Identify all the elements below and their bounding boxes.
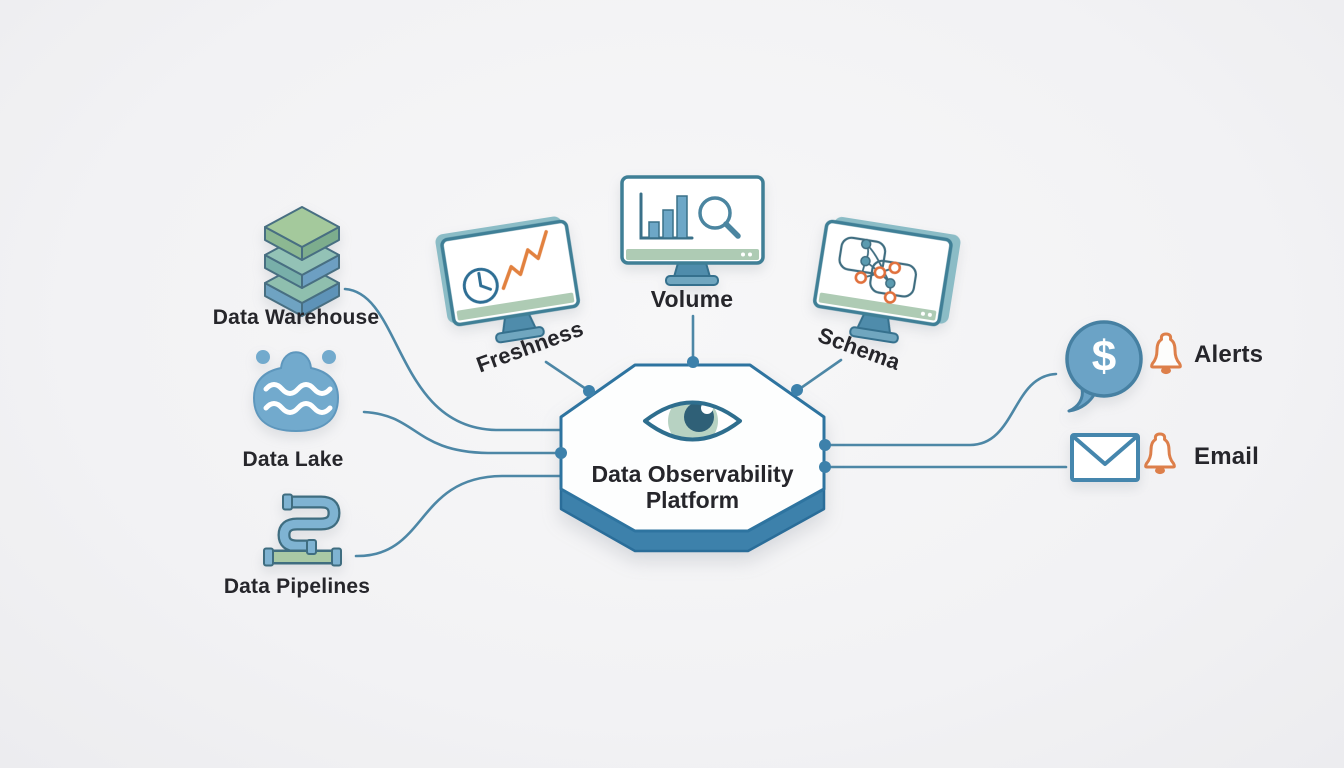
- bar-chart-icon: [639, 192, 694, 240]
- connector-freshness: [544, 360, 591, 393]
- connection-dots: [555, 356, 831, 473]
- monitor-clock-trend-icon: [435, 216, 580, 344]
- pipe-flanges: [263, 493, 342, 567]
- lake-waves: [263, 382, 333, 415]
- octagon-face: [559, 363, 826, 533]
- monitor-stand: [672, 262, 712, 278]
- clock-icon: [462, 267, 499, 304]
- connector-schema: [796, 358, 843, 392]
- connector-lines: [343, 287, 1068, 558]
- platform-title-line1: Data Observability: [591, 461, 794, 487]
- label-data-warehouse: Data Warehouse: [212, 306, 380, 329]
- trend-line-icon: [501, 230, 548, 290]
- label-alerts: Alerts: [1194, 341, 1264, 368]
- lake-icon: [252, 350, 340, 433]
- label-data-pipelines: Data Pipelines: [223, 575, 371, 598]
- monitor-barchart-magnifier-icon: [620, 175, 765, 286]
- connection-dot: [791, 384, 803, 396]
- envelope-icon: [1070, 433, 1140, 482]
- connector-warehouse: [343, 287, 564, 432]
- dollar-sign-badge: $: [1091, 332, 1117, 381]
- connection-dot: [687, 356, 699, 368]
- label-volume: Volume: [650, 286, 734, 312]
- label-email: Email: [1194, 443, 1260, 470]
- platform-title-line2: Platform: [645, 487, 740, 513]
- connector-alerts: [823, 372, 1058, 447]
- connection-dot: [819, 461, 831, 473]
- central-platform-node: [559, 363, 826, 553]
- connection-dot: [583, 385, 595, 397]
- monitor-schema-graph-icon: [813, 216, 961, 344]
- platform-title: Data Observability Platform: [572, 461, 813, 513]
- chat-bubble-icon: [1065, 320, 1143, 413]
- pipes-icon: [263, 493, 342, 567]
- schema-graph: [838, 236, 917, 304]
- bell-icon-email: [1144, 432, 1176, 475]
- eye-icon: [643, 400, 742, 442]
- magnifier-icon: [698, 196, 741, 239]
- warehouse-stack-icon: [264, 206, 340, 317]
- connector-lake: [362, 410, 564, 455]
- connection-dot: [819, 439, 831, 451]
- connector-pipelines: [354, 474, 564, 558]
- label-data-lake: Data Lake: [242, 448, 344, 471]
- bell-icon-alerts: [1150, 332, 1182, 375]
- connection-dot: [555, 447, 567, 459]
